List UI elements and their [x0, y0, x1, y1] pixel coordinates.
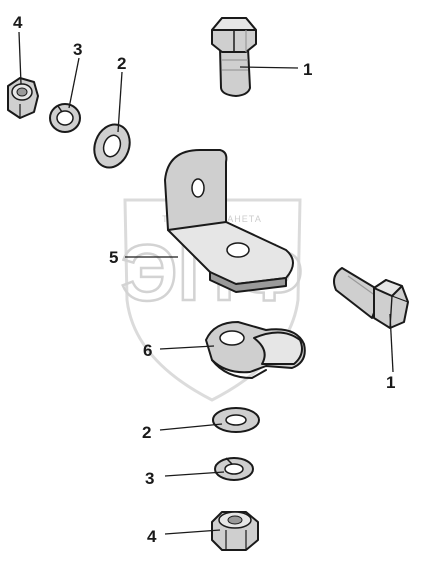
bolt-top-part [211, 17, 257, 97]
washer-bottom-part [212, 407, 260, 433]
callout-labels: 1 1 2 2 3 3 4 4 5 6 [13, 13, 395, 546]
leader-clamp [159, 345, 215, 350]
nut-top-part [7, 77, 39, 119]
leader-washer-bottom [159, 423, 223, 431]
callout-bolt-right: 1 [386, 373, 395, 392]
callout-lockwasher-bottom: 3 [145, 469, 154, 488]
lockwasher-top-part [49, 103, 81, 133]
leader-lockwasher-top [68, 57, 80, 109]
callout-nut-bottom: 4 [147, 527, 157, 546]
clamp-part [205, 321, 306, 379]
callout-washer-top: 2 [117, 54, 126, 73]
bolt-right-part [333, 267, 409, 329]
washer-top-part [93, 123, 131, 169]
bracket-part [164, 149, 294, 293]
leader-lockwasher-bottom [164, 471, 225, 477]
lockwasher-bottom-part [214, 457, 254, 481]
callout-clamp: 6 [143, 341, 152, 360]
leader-nut-bottom [164, 529, 221, 535]
leader-washer-top [117, 71, 123, 133]
watermark-shield-shape [123, 198, 302, 402]
leader-bolt-right [389, 313, 394, 373]
leader-bolt-top [239, 66, 299, 69]
callout-bolt-top: 1 [303, 60, 312, 79]
callout-nut-top: 4 [13, 13, 23, 32]
nut-bottom-part [211, 511, 259, 551]
callout-lockwasher-top: 3 [73, 40, 82, 59]
leader-nut-top [18, 31, 22, 85]
leader-lines [18, 31, 394, 535]
callout-bracket: 5 [109, 248, 118, 267]
callout-washer-bottom: 2 [142, 423, 151, 442]
